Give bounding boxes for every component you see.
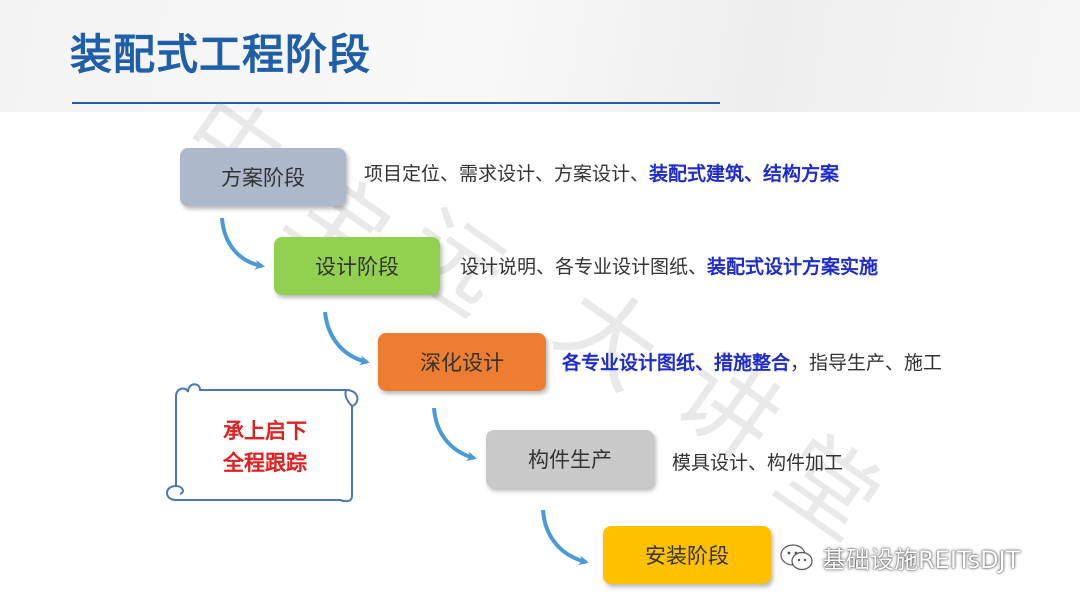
description-text: 项目定位、需求设计、方案设计、 xyxy=(364,163,650,185)
stage-box-installation: 安装阶段 xyxy=(603,526,771,584)
description-text: 设计说明、各专业设计图纸、 xyxy=(460,256,708,278)
scroll-note-line: 承上启下 xyxy=(223,418,307,443)
description-text: ，指导生产、施工 xyxy=(790,352,943,374)
stage-label: 构件生产 xyxy=(528,448,612,472)
wechat-icon xyxy=(780,543,813,570)
description-highlight: 装配式建筑、结构方案 xyxy=(649,163,840,185)
stage-label: 方案阶段 xyxy=(221,166,305,190)
stage-box-detailing: 深化设计 xyxy=(378,333,546,391)
stage-box-scheme: 方案阶段 xyxy=(180,148,346,206)
description-highlight: 装配式设计方案实施 xyxy=(707,256,879,278)
page-title: 装配式工程阶段 xyxy=(70,30,372,79)
description-text: 模具设计、构件加工 xyxy=(672,452,844,474)
source-label: 基础设施REITsDJT xyxy=(780,540,1020,575)
stage-description: 各专业设计图纸、措施整合，指导生产、施工 xyxy=(562,354,942,373)
scroll-note: 承上启下 全程跟踪 xyxy=(206,415,324,478)
scroll-banner xyxy=(166,383,359,503)
stage-description: 项目定位、需求设计、方案设计、装配式建筑、结构方案 xyxy=(364,165,839,184)
stage-label: 设计阶段 xyxy=(315,255,399,279)
source-label-text: 基础设施REITsDJT xyxy=(822,546,1021,574)
stage-box-production: 构件生产 xyxy=(486,430,654,488)
flow-arrow xyxy=(220,217,265,270)
stage-description: 模具设计、构件加工 xyxy=(672,454,843,473)
flow-arrow xyxy=(432,407,477,461)
flow-arrow xyxy=(323,311,370,366)
stage-label: 深化设计 xyxy=(420,351,504,375)
flow-arrow xyxy=(541,509,589,566)
stage-description: 设计说明、各专业设计图纸、装配式设计方案实施 xyxy=(460,258,878,277)
description-highlight: 各专业设计图纸、措施整合 xyxy=(562,352,791,374)
stage-box-design: 设计阶段 xyxy=(274,237,440,295)
stage-label: 安装阶段 xyxy=(645,544,729,568)
scroll-note-line: 全程跟踪 xyxy=(223,449,307,475)
title-band xyxy=(0,0,1080,112)
title-underline xyxy=(72,102,720,104)
